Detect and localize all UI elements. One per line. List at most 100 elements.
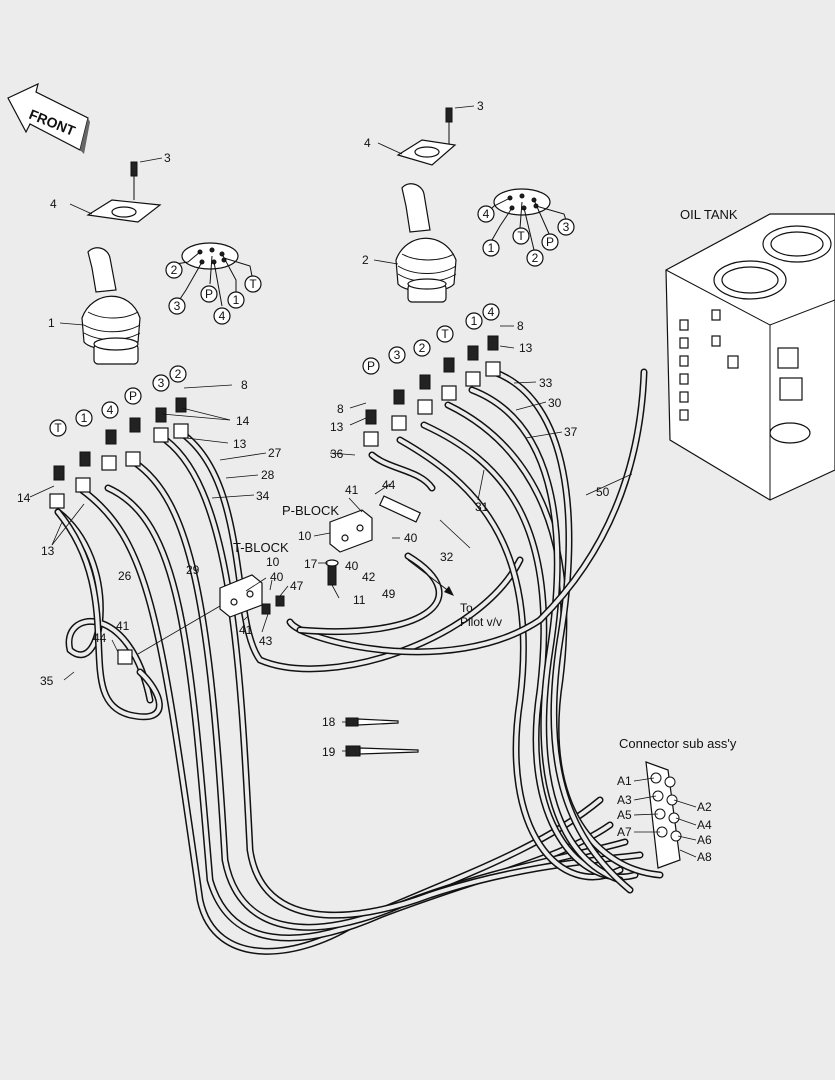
callout-17: 17 — [304, 557, 318, 571]
callout-4-right: 4 — [364, 136, 371, 150]
right-port-p: P — [546, 235, 554, 249]
t-block — [219, 574, 285, 618]
callout-44-left: 44 — [93, 631, 107, 645]
leader-lines — [29, 105, 633, 752]
cable-tie-18 — [345, 717, 399, 727]
left-port-p: P — [205, 287, 213, 301]
p-block-label: P-BLOCK — [282, 503, 339, 518]
right-port-t: T — [517, 229, 525, 243]
left-port-2: 2 — [171, 263, 178, 277]
fittings — [49, 335, 501, 509]
callout-37: 37 — [564, 425, 578, 439]
callout-26: 26 — [118, 569, 132, 583]
left-fit-3: 3 — [158, 376, 165, 390]
callout-2: 2 — [362, 253, 369, 267]
callout-50: 50 — [596, 485, 610, 499]
callout-31: 31 — [475, 500, 489, 514]
left-fit-2: 2 — [175, 367, 182, 381]
left-fit-1: 1 — [81, 411, 88, 425]
callout-27: 27 — [268, 446, 282, 460]
callout-34: 34 — [256, 489, 270, 503]
callout-13-bottom: 13 — [41, 544, 55, 558]
callout-14-bottom: 14 — [17, 491, 31, 505]
callout-3-left: 3 — [164, 151, 171, 165]
port-a2-label: A2 — [697, 800, 712, 814]
port-a5-label: A5 — [617, 808, 632, 822]
left-fit-t: T — [54, 421, 62, 435]
left-port-3: 3 — [174, 299, 181, 313]
right-joystick — [395, 107, 457, 303]
t-block-label: T-BLOCK — [233, 540, 289, 555]
callout-40-right: 40 — [404, 531, 418, 545]
elbow-44-left — [117, 649, 133, 665]
right-port-pattern — [487, 188, 567, 251]
callout-42: 42 — [362, 570, 376, 584]
callout-13-right: 13 — [519, 341, 533, 355]
callout-29: 29 — [186, 563, 200, 577]
callout-41-t: 41 — [239, 623, 253, 637]
oil-tank — [665, 213, 835, 501]
callout-40-p: 40 — [345, 559, 359, 573]
right-port-4: 4 — [483, 207, 490, 221]
callout-30: 30 — [548, 396, 562, 410]
callout-49: 49 — [382, 587, 396, 601]
callout-8-left: 8 — [241, 378, 248, 392]
callout-40-t: 40 — [270, 570, 284, 584]
right-fitting-circles: P 3 2 T 1 4 — [362, 303, 500, 375]
callout-4-left: 4 — [50, 197, 57, 211]
front-arrow: FRONT — [7, 82, 90, 154]
callout-43: 43 — [259, 634, 273, 648]
callout-35: 35 — [40, 674, 54, 688]
cable-tie-19 — [345, 745, 419, 757]
port-a1-label: A1 — [617, 774, 632, 788]
callout-11: 11 — [353, 593, 366, 607]
callout-41-top: 41 — [345, 483, 359, 497]
callout-8-right: 8 — [517, 319, 524, 333]
part-number-callouts: 3 4 1 2 3 4 8 14 13 8 13 8 13 14 13 27 2… — [17, 99, 610, 759]
right-fit-p: P — [367, 359, 375, 373]
callout-3-right: 3 — [477, 99, 484, 113]
port-a6-label: A6 — [697, 833, 712, 847]
port-a4-label: A4 — [697, 818, 712, 832]
oil-tank-label: OIL TANK — [680, 207, 738, 222]
callout-33: 33 — [539, 376, 553, 390]
left-port-circles: 2 3 P 4 1 T — [165, 261, 262, 325]
hose-bundle — [54, 368, 664, 955]
p-block — [325, 495, 422, 586]
connector-port-labels: A1 A3 A5 A7 A2 A4 A6 A8 — [617, 774, 712, 864]
callout-36: 36 — [330, 447, 344, 461]
callout-19: 19 — [322, 745, 336, 759]
callout-10-t: 10 — [266, 555, 280, 569]
callout-44-top: 44 — [382, 478, 396, 492]
callout-47: 47 — [290, 579, 304, 593]
to-pilot-label-line2: Pilot v/v — [460, 615, 502, 629]
connector-sub-assembly — [645, 761, 682, 869]
callout-28: 28 — [261, 468, 275, 482]
callout-10-p: 10 — [298, 529, 312, 543]
left-port-t: T — [249, 277, 257, 291]
callout-18: 18 — [322, 715, 336, 729]
connector-sub-label: Connector sub ass'y — [619, 736, 737, 751]
tank-fittings — [679, 309, 739, 421]
port-a7-label: A7 — [617, 825, 632, 839]
port-a3-label: A3 — [617, 793, 632, 807]
port-a8-label: A8 — [697, 850, 712, 864]
right-port-2: 2 — [532, 251, 539, 265]
left-port-pattern — [175, 242, 253, 307]
callout-8-mid: 8 — [337, 402, 344, 416]
left-fit-p: P — [129, 389, 137, 403]
right-port-3: 3 — [563, 220, 570, 234]
callout-14-left: 14 — [236, 414, 250, 428]
to-pilot-arrow — [407, 559, 454, 596]
right-fit-4: 4 — [488, 305, 495, 319]
left-port-1: 1 — [233, 293, 240, 307]
right-port-1: 1 — [488, 241, 495, 255]
left-port-4: 4 — [219, 309, 226, 323]
left-joystick — [81, 161, 162, 365]
right-fit-3: 3 — [394, 348, 401, 362]
to-pilot-label-line1: To — [460, 601, 473, 615]
right-fit-t: T — [441, 327, 449, 341]
callout-1: 1 — [48, 316, 55, 330]
callout-41-left: 41 — [116, 619, 130, 633]
